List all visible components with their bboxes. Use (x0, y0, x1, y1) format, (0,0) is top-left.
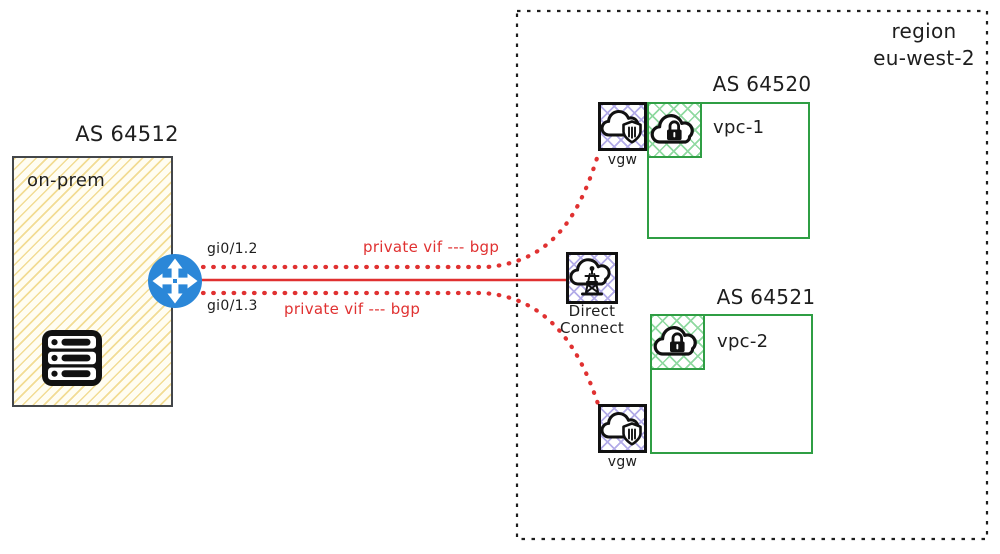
vgw-top-label: vgw (607, 152, 638, 168)
vgw-top-icon (598, 102, 647, 151)
onprem-as-label: AS 64512 (75, 122, 179, 146)
direct-connect-icon (566, 252, 618, 304)
direct-connect-label: Direct Connect (552, 303, 632, 337)
region-label-line1: region (891, 19, 957, 43)
server-rack-icon (40, 328, 104, 388)
vpc1-cloud-lock-icon (647, 102, 702, 158)
onprem-box: on-prem (12, 156, 173, 407)
router-icon (147, 253, 203, 309)
vpc1-name-label: vpc-1 (713, 117, 765, 138)
private-vif-bottom-label: private vif --- bgp (284, 300, 421, 318)
router-interface-bottom-label: gi0/1.3 (207, 298, 258, 314)
vpc2-name-label: vpc-2 (717, 331, 769, 352)
onprem-box-label: on-prem (27, 170, 106, 191)
vgw-bottom-label: vgw (607, 454, 638, 470)
region-label-line2: eu-west-2 (873, 46, 975, 70)
direct-connect-label-line2: Connect (559, 319, 625, 337)
vpc1-as-label: AS 64520 (712, 72, 812, 96)
private-vif-top-label: private vif --- bgp (363, 238, 500, 256)
router-interface-top-label: gi0/1.2 (207, 241, 258, 257)
region-label: region eu-west-2 (864, 18, 984, 72)
direct-connect-label-line1: Direct (568, 302, 616, 320)
vpc2-as-label: AS 64521 (716, 285, 816, 309)
vgw-bottom-icon (598, 404, 647, 453)
vpc2-cloud-lock-icon (650, 314, 705, 370)
